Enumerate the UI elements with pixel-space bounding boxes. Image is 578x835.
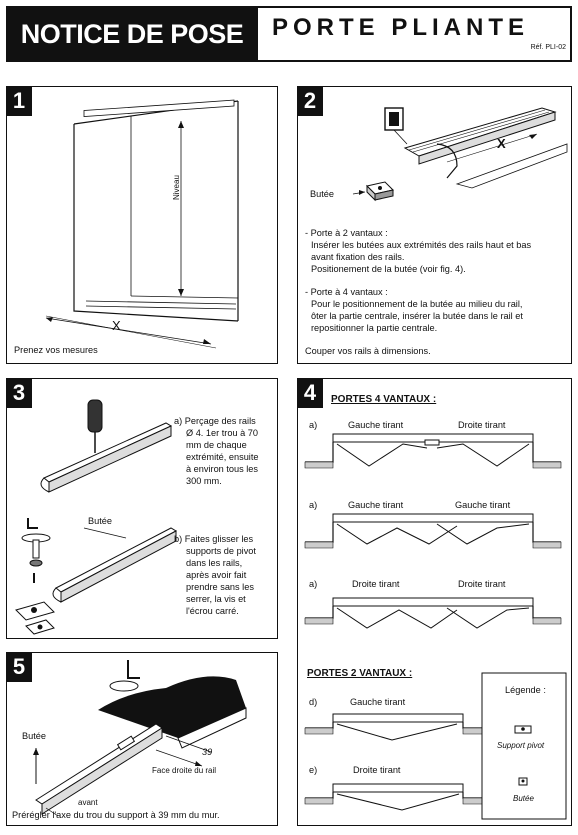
step4-heading-2vantaux: PORTES 2 VANTAUX : xyxy=(307,668,413,679)
step5-avant-label: avant xyxy=(78,798,98,807)
step5-number: 5 xyxy=(6,652,32,682)
step3-panel xyxy=(6,378,278,639)
step1-number: 1 xyxy=(6,86,32,116)
step3-b1: b) Faites glisser les xyxy=(174,534,254,544)
step3-b4: après avoir fait xyxy=(186,570,247,580)
step2-line8: repositionner la partie centrale. xyxy=(311,323,438,333)
diagram-e xyxy=(304,783,488,811)
step5-face-label: Face droite du rail xyxy=(152,766,217,775)
step4-diagrams xyxy=(304,433,567,820)
step3-a3: mm de chaque xyxy=(186,440,247,450)
step5-butee-label: Butée xyxy=(22,731,47,741)
step2-butee-label: Butée xyxy=(310,189,335,199)
step2-line6: Pour le positionnement de la butée au mi… xyxy=(311,299,523,309)
header-right-frame xyxy=(258,6,572,62)
diagram-d xyxy=(304,713,488,741)
step2-x-label: X xyxy=(497,136,506,151)
step4-row2-letter: a) xyxy=(309,500,318,510)
step1-caption: Prenez vos mesures xyxy=(14,345,98,355)
step4-row1-letter: a) xyxy=(309,420,318,430)
step4-row5-right: Droite tirant xyxy=(353,765,401,775)
step4-row4-letter: d) xyxy=(309,697,318,707)
step3-number: 3 xyxy=(6,378,32,408)
step2-line1: - Porte à 2 vantaux : xyxy=(305,228,388,238)
step4-row3-letter: a) xyxy=(309,579,318,589)
step3-illustration xyxy=(15,399,178,635)
step2-line3: avant fixation des rails. xyxy=(311,252,405,262)
step3-b7: l'écrou carré. xyxy=(186,606,239,616)
step5-caption: Prérégler l'axe du trou du support à 39 … xyxy=(12,810,220,820)
step3-b6: serrer, la vis et xyxy=(186,594,246,604)
step3-b5: prendre sans les xyxy=(186,582,254,592)
step4-row3-left: Droite tirant xyxy=(352,579,400,589)
step2-line7: ôter la partie centrale, insérer la buté… xyxy=(311,311,523,321)
header-ref: Réf. PLI-02 xyxy=(530,44,566,51)
step3-a4: extrémité, ensuite xyxy=(186,452,259,462)
header-title-notice: NOTICE DE POSE xyxy=(6,6,258,62)
step4-row1-right: Droite tirant xyxy=(458,420,506,430)
legend-butee: Butée xyxy=(513,794,534,803)
step2-illustration xyxy=(352,107,568,202)
step1-x-label: X xyxy=(112,318,121,333)
step3-a6: 300 mm. xyxy=(186,476,222,486)
step3-a2: Ø 4. 1er trou à 70 xyxy=(186,428,259,438)
step4-row5-letter: e) xyxy=(309,765,318,775)
step3-b2: supports de pivot xyxy=(186,546,256,556)
step3-b3: dans les rails, xyxy=(186,558,243,568)
step2-number: 2 xyxy=(297,86,323,116)
diagram-a1 xyxy=(304,433,562,469)
step4-heading-4vantaux: PORTES 4 VANTAUX : xyxy=(331,394,437,405)
step5-dim: 39 xyxy=(202,747,213,757)
header-title-porte: PORTE PLIANTE xyxy=(272,14,530,41)
step4-number: 4 xyxy=(297,378,323,408)
diagram-a3 xyxy=(304,597,562,629)
legend-support-pivot: Support pivot xyxy=(497,741,545,750)
step3-a1: a) Perçage des rails xyxy=(174,416,256,426)
diagram-a2 xyxy=(304,513,562,549)
step4-row4-left: Gauche tirant xyxy=(350,697,406,707)
legend-title: Légende : xyxy=(505,685,546,695)
step2-line2: Insérer les butées aux extrémités des ra… xyxy=(311,240,532,250)
step2-line4: Positionement de la butée (voir fig. 4). xyxy=(311,264,466,274)
step5-illustration xyxy=(33,660,247,817)
step1-niveau-label: Niveau xyxy=(172,175,181,200)
step2-panel xyxy=(297,86,572,364)
step1-illustration xyxy=(45,99,239,349)
step4-row2-left: Gauche tirant xyxy=(348,500,404,510)
step4-row1-left: Gauche tirant xyxy=(348,420,404,430)
step2-line9: Couper vos rails à dimensions. xyxy=(305,346,431,356)
step2-line5: - Porte à 4 vantaux : xyxy=(305,287,388,297)
step4-row2-right: Gauche tirant xyxy=(455,500,511,510)
step3-butee-label: Butée xyxy=(88,516,113,526)
step4-row3-right: Droite tirant xyxy=(458,579,506,589)
step3-a5: à environ tous les xyxy=(186,464,259,474)
